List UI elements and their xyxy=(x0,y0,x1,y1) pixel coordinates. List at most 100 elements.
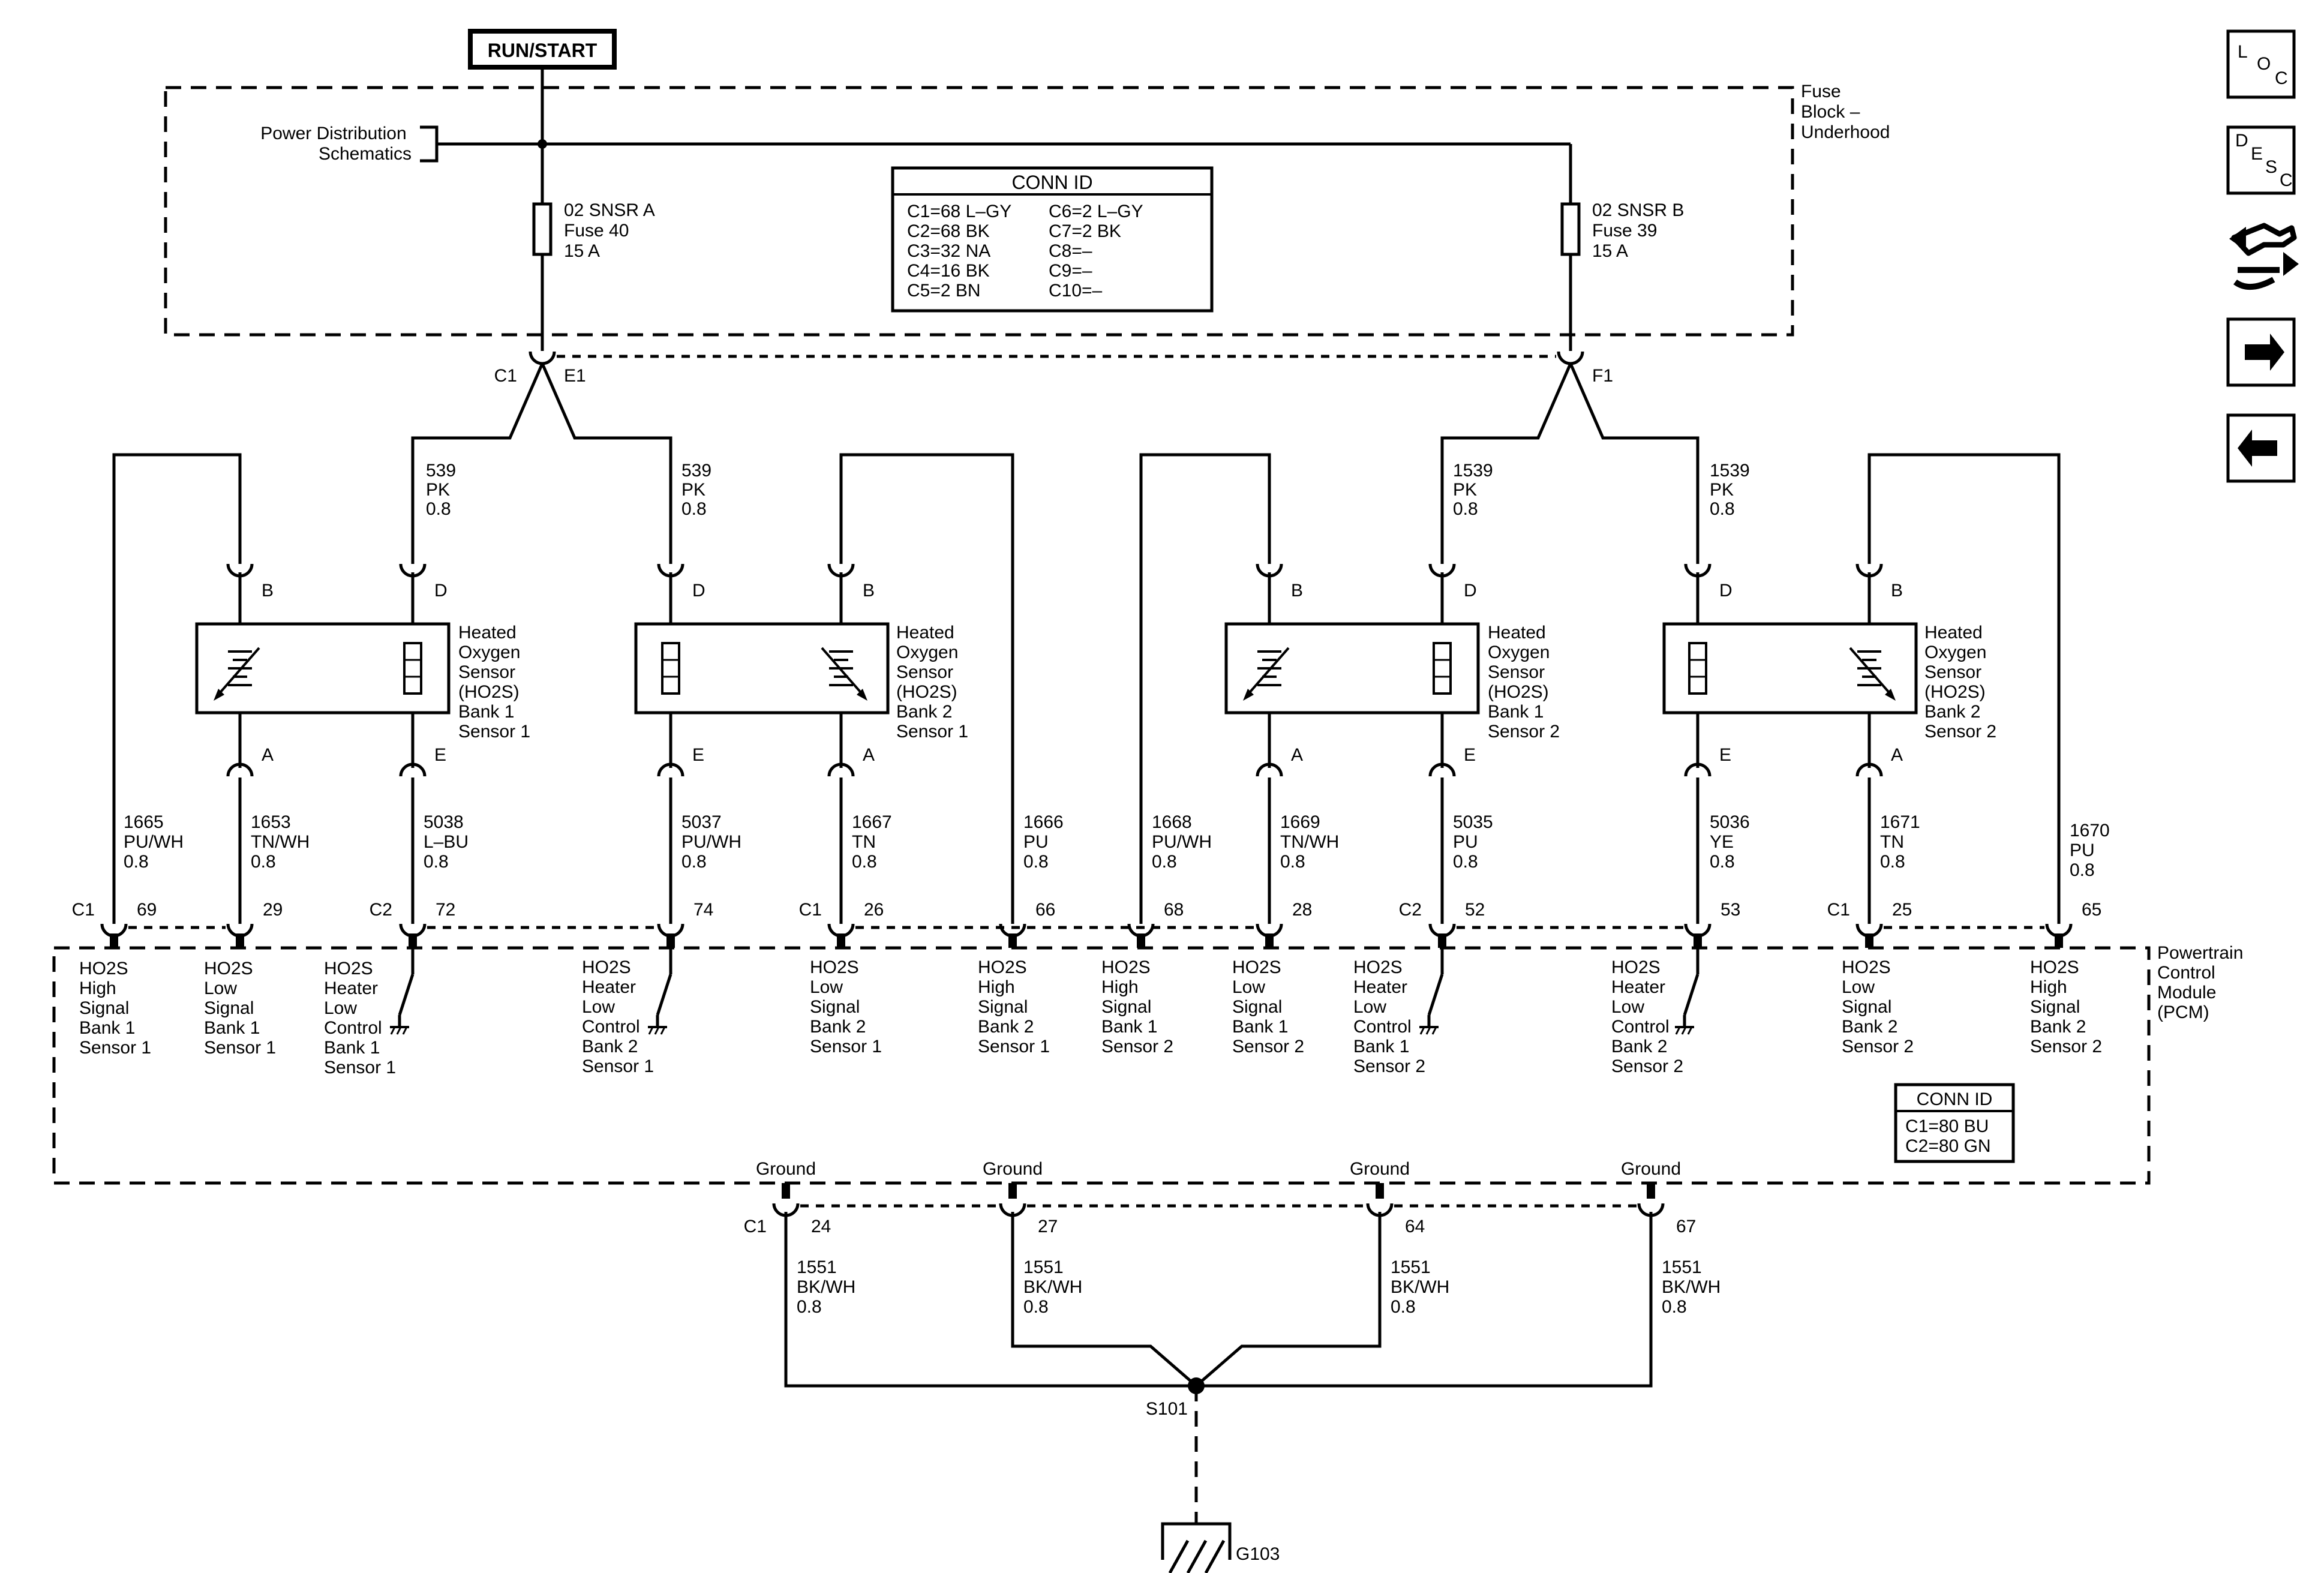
svg-text:28: 28 xyxy=(1292,900,1312,920)
previous-arrow-button[interactable] xyxy=(2226,413,2296,483)
ground-connector-symbols xyxy=(772,1203,1665,1217)
ground-g103-icon xyxy=(1161,1522,1232,1573)
pcm-pin-stubs xyxy=(110,933,2063,948)
svg-text:D: D xyxy=(1719,581,1733,601)
svg-text:L: L xyxy=(2238,42,2248,62)
svg-text:Ground: Ground xyxy=(1621,1159,1681,1179)
svg-text:67: 67 xyxy=(1676,1217,1696,1236)
diagnostic-connector-icon[interactable] xyxy=(2229,223,2299,290)
conn-f1-symbol xyxy=(1557,351,1584,365)
feed-wire-b2s2 xyxy=(1569,363,1700,564)
pcm-pin-numbers: 69 29 72 74 26 66 68 28 52 53 25 65 xyxy=(137,900,2101,920)
power-distribution-ref[interactable]: Power Distribution Schematics xyxy=(260,124,412,164)
feed-wire-b1s2 xyxy=(1440,363,1572,564)
splice-s101-label: S101 xyxy=(1146,1399,1188,1419)
svg-text:E: E xyxy=(692,745,704,765)
loc-button[interactable]: L O C xyxy=(2226,29,2296,99)
svg-text:69: 69 xyxy=(137,900,157,920)
feed-wire-b2s1 xyxy=(541,363,672,564)
svg-text:B: B xyxy=(863,581,875,601)
pcm-connector-labels: C1 C2 C1 C2 C1 xyxy=(72,900,1850,920)
svg-text:68: 68 xyxy=(1164,900,1184,920)
pcm-heater-switches xyxy=(390,948,1700,1035)
fuse-b-label: 02 SNSR B Fuse 39 15 A xyxy=(1592,200,1689,261)
fuse-block-title: Fuse Block – Underhood xyxy=(1801,82,1890,142)
conn-c1-label: C1 xyxy=(494,366,517,386)
next-arrow-button[interactable] xyxy=(2226,317,2296,387)
svg-text:Ground: Ground xyxy=(983,1159,1043,1179)
svg-text:A: A xyxy=(1291,745,1303,765)
svg-text:66: 66 xyxy=(1035,900,1055,920)
fuse-a-symbol xyxy=(532,202,553,256)
svg-text:B: B xyxy=(1891,581,1903,601)
ground-wires xyxy=(784,1212,1653,1524)
pcm-connector-symbols xyxy=(100,923,2073,938)
pcm-ground-labels: Ground Ground Ground Ground xyxy=(756,1159,1681,1179)
svg-text:Ground: Ground xyxy=(1350,1159,1410,1179)
svg-text:C1: C1 xyxy=(799,900,822,920)
svg-text:C: C xyxy=(2280,170,2293,190)
svg-text:52: 52 xyxy=(1465,900,1485,920)
ground-pin-numbers: 24 27 64 67 xyxy=(811,1217,1696,1236)
ground-connector-label: C1 xyxy=(744,1217,767,1236)
desc-button[interactable]: D E S C xyxy=(2226,125,2296,195)
svg-text:C1=68 L–GY C2=68 BK: C1=68 L–GY C2=68 BK C3=32 NA C4=16 BK C5… xyxy=(907,202,1016,301)
svg-text:C: C xyxy=(2275,68,2288,88)
svg-text:29: 29 xyxy=(263,900,283,920)
svg-text:72: 72 xyxy=(436,900,455,920)
svg-text:C6=2 L–GY C7=2 BK: C6=2 L–GY C7=2 BK C8=– C9=– C10=– xyxy=(1049,202,1148,301)
svg-text:E: E xyxy=(434,745,446,765)
svg-text:Ground: Ground xyxy=(756,1159,816,1179)
svg-text:26: 26 xyxy=(864,900,884,920)
svg-text:D: D xyxy=(692,581,705,601)
fuse-block-conn-id-table: CONN ID C1=68 L–GY C2=68 BK C3=32 NA C4=… xyxy=(891,166,1214,313)
svg-text:E: E xyxy=(1464,745,1476,765)
conn-c1-e1-symbol xyxy=(529,351,556,365)
svg-text:C2: C2 xyxy=(370,900,392,920)
svg-text:S: S xyxy=(2265,157,2277,177)
svg-text:27: 27 xyxy=(1038,1217,1058,1236)
svg-text:B: B xyxy=(1291,581,1303,601)
svg-text:A: A xyxy=(863,745,875,765)
svg-text:74: 74 xyxy=(693,900,713,920)
svg-text:O: O xyxy=(2257,54,2271,74)
splice-s101-dot xyxy=(1188,1377,1205,1394)
bus-splice-dot xyxy=(538,139,547,149)
